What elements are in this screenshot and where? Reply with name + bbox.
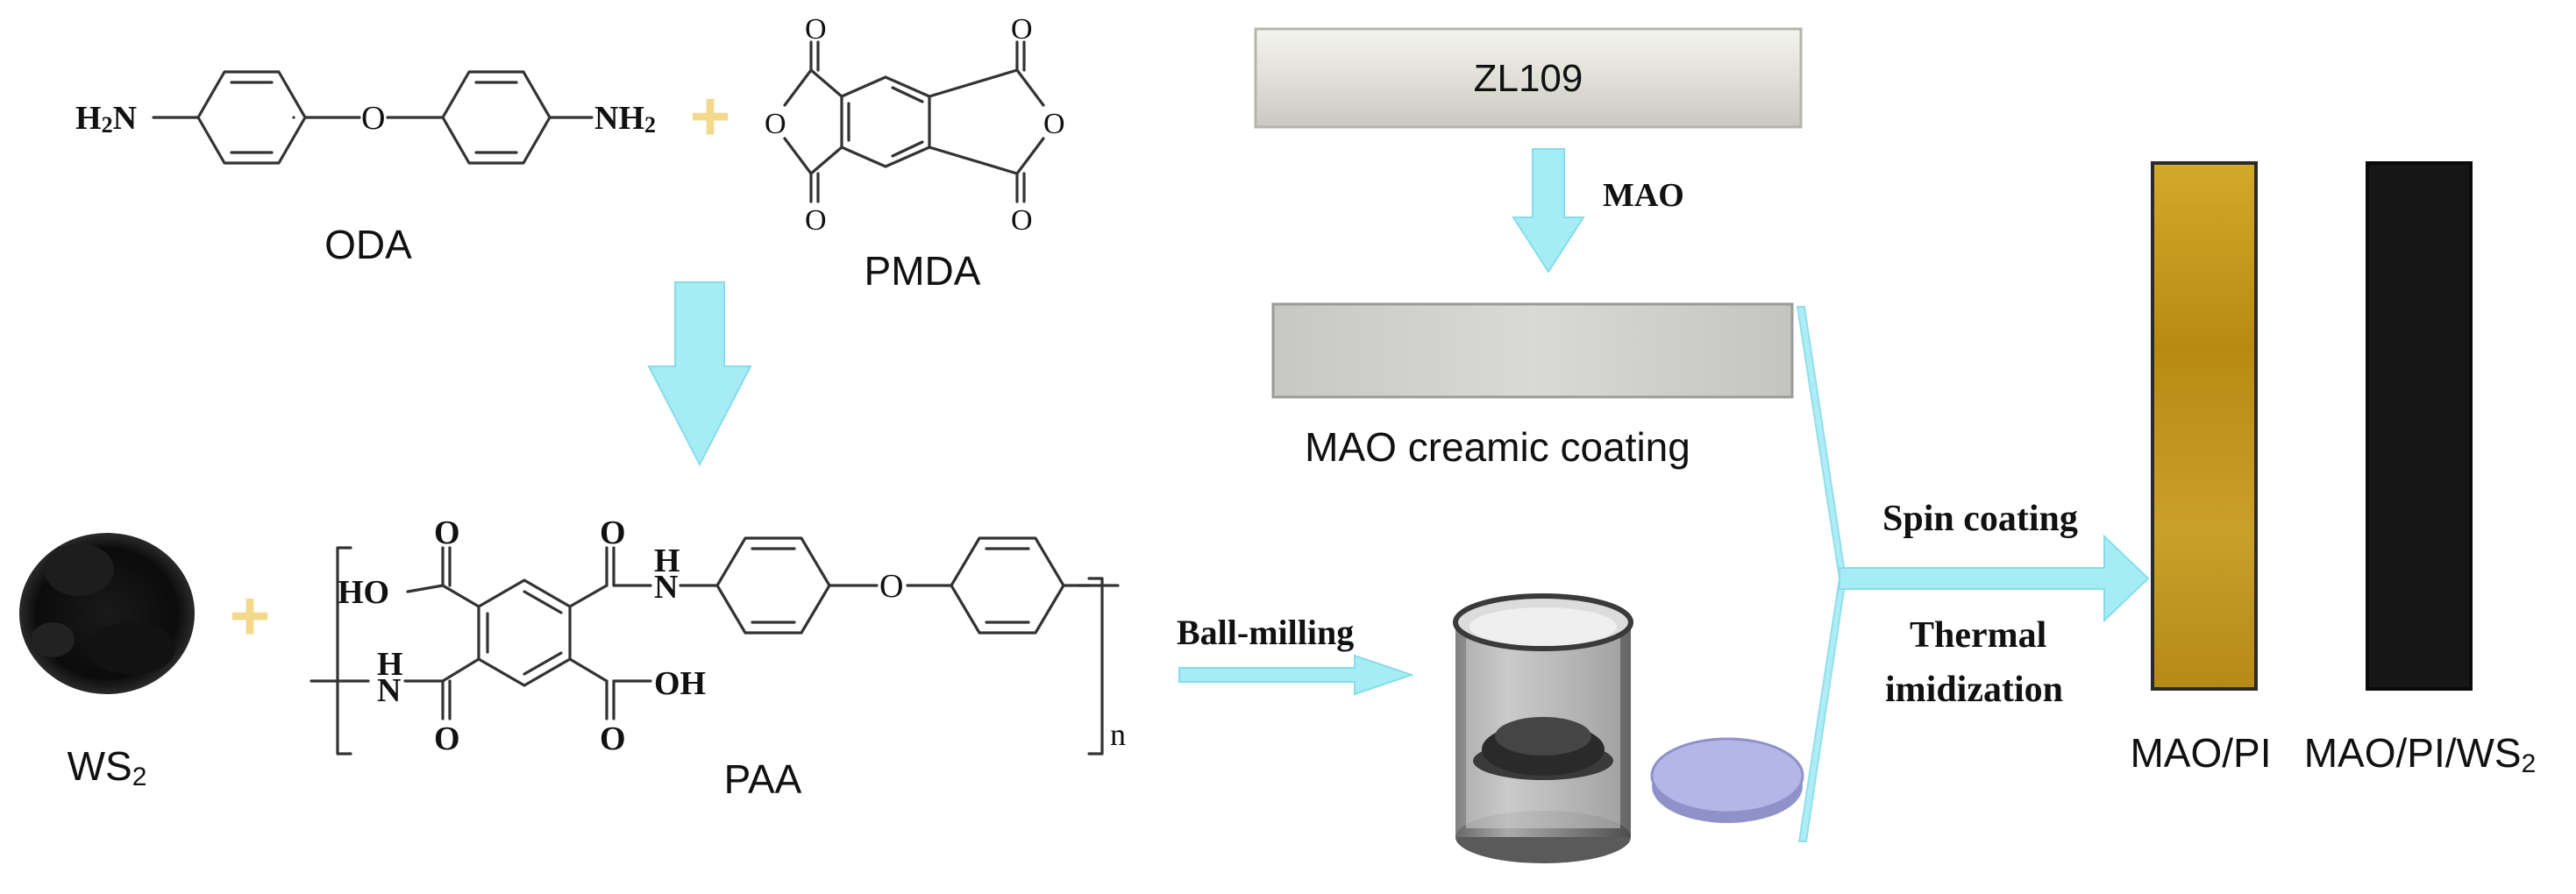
svg-text:N: N	[654, 569, 678, 606]
svg-text:O: O	[1043, 108, 1065, 140]
pmda-molecule: O O O O O O	[765, 13, 1065, 237]
svg-text:O: O	[1011, 13, 1033, 46]
svg-text:O: O	[1011, 204, 1033, 237]
ws2-powder-image	[19, 533, 195, 694]
mao-coating-label: MAO creamic coating	[1305, 424, 1690, 470]
ball-mill-jar-image	[1453, 593, 1633, 863]
svg-text:H: H	[654, 543, 680, 579]
mao-step-label: MAO	[1603, 177, 1684, 214]
svg-text:O: O	[765, 108, 786, 140]
pmda-label: PMDA	[865, 248, 981, 294]
merge-funnel-icon	[1796, 306, 1847, 842]
down-arrow-mao-icon	[1512, 148, 1585, 273]
down-arrow-to-paa-icon	[647, 281, 752, 467]
oda-molecule: H2N O NH2	[75, 70, 656, 165]
h2n-label: H2N	[75, 100, 137, 138]
paa-molecule: n O HO O H N O H N O	[310, 514, 1126, 757]
mao-coated-plate-image	[1271, 302, 1794, 399]
ball-milling-label: Ball-milling	[1177, 613, 1354, 652]
svg-text:H: H	[377, 646, 403, 683]
mao-pi-ws2-label: MAO/PI/WS2	[2304, 730, 2537, 778]
plus-sign-1: +	[690, 77, 731, 155]
paa-label: PAA	[724, 756, 802, 802]
svg-text:O: O	[805, 204, 827, 237]
mao-pi-sample-image	[2151, 161, 2258, 691]
spin-coating-label: Spin coating	[1882, 499, 2078, 539]
right-arrow-ball-milling-icon	[1178, 654, 1415, 696]
zl109-plate-image	[1254, 27, 1803, 129]
svg-text:O: O	[600, 720, 626, 757]
svg-text:N: N	[377, 672, 401, 709]
svg-text:O: O	[434, 720, 460, 757]
thermal-label-line1: Thermal	[1910, 615, 2046, 656]
ws2-label: WS2	[68, 743, 147, 791]
plus-sign-2: +	[230, 577, 271, 655]
svg-text:O: O	[600, 514, 626, 551]
coated-disc-image	[1650, 737, 1804, 823]
svg-text:O: O	[434, 514, 460, 551]
svg-text:O: O	[879, 568, 903, 605]
repeat-n: n	[1110, 717, 1126, 752]
thermal-label-line2: imidization	[1885, 670, 2063, 710]
mao-pi-label: MAO/PI	[2130, 730, 2271, 776]
oh-label: OH	[654, 665, 706, 702]
right-arrow-to-samples-icon	[1839, 534, 2150, 623]
ho-label: HO	[338, 574, 389, 611]
nh2-label: NH2	[594, 100, 656, 138]
zl109-label: ZL109	[1474, 57, 1583, 100]
oda-label: ODA	[324, 222, 412, 267]
svg-text:O: O	[805, 13, 827, 46]
mao-pi-ws2-sample-image	[2366, 161, 2473, 691]
ether-o-label: O	[361, 100, 385, 137]
